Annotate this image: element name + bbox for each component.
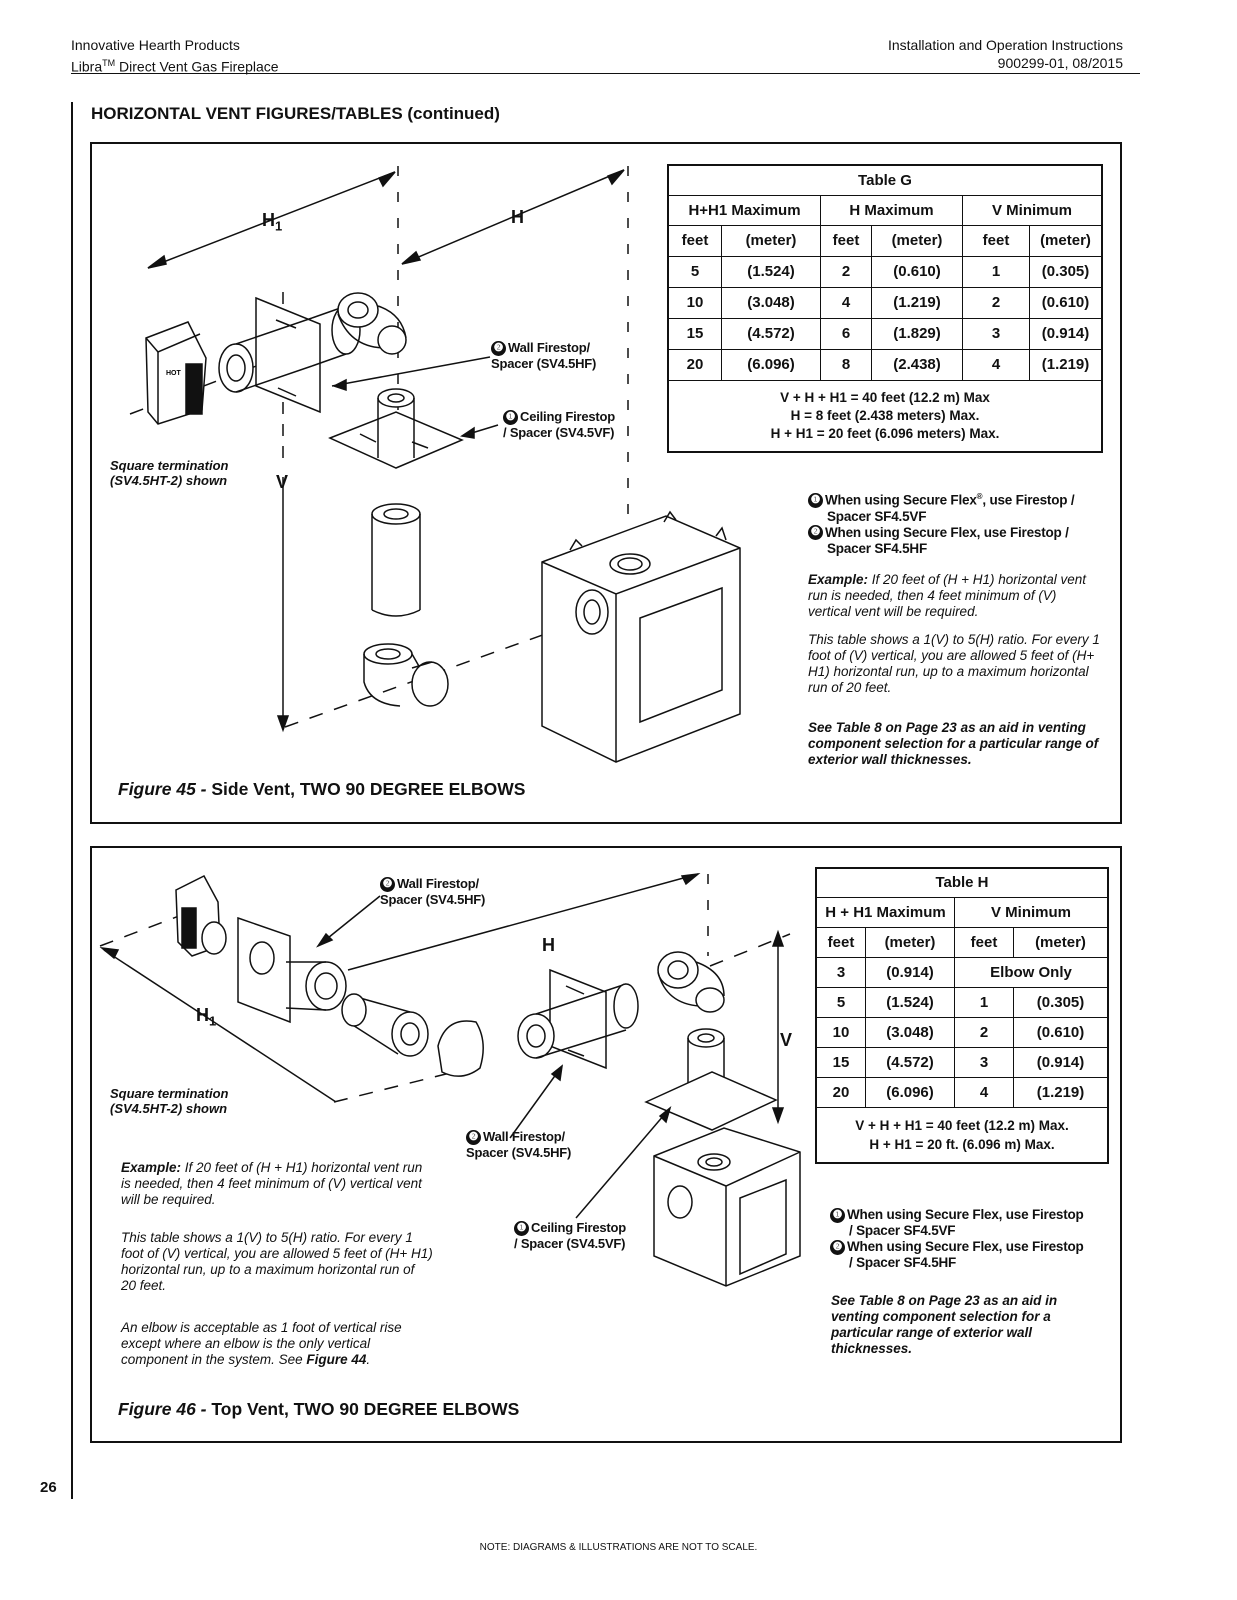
- fig46-v-label: V: [780, 1030, 793, 1050]
- table-g-unit: feet: [667, 224, 722, 257]
- table-h-group: V Minimum: [954, 896, 1109, 928]
- table-h-unit: feet: [954, 926, 1014, 958]
- section-title: HORIZONTAL VENT FIGURES/TABLES (continue…: [91, 104, 500, 123]
- figure-45-diagram: HOT: [129, 166, 741, 763]
- fig45-see-table: See Table 8 on Page 23 as an aid in vent…: [808, 720, 1099, 767]
- table-g-unit: feet: [962, 224, 1030, 257]
- termination-hot-label: HOT: [166, 370, 182, 377]
- document-title: Installation and Operation Instructions: [887, 37, 1123, 53]
- table-g-unit: (meter): [1029, 224, 1103, 257]
- fig45-h1-label: H1: [262, 210, 283, 234]
- figure-46-caption: Figure 46 - Top Vent, TWO 90 DEGREE ELBO…: [118, 1399, 520, 1419]
- table-row: 20(6.096)4(1.219): [815, 1076, 1109, 1108]
- table-g-group: V Minimum: [962, 194, 1103, 226]
- fig46-elbow-text: An elbow is acceptable as 1 foot of vert…: [121, 1320, 402, 1367]
- table-row: 15(4.572)3(0.914): [815, 1046, 1109, 1078]
- table-g-unit: (meter): [721, 224, 821, 257]
- table-row: 3(0.914)Elbow Only: [815, 956, 1109, 988]
- fig46-h-label: H: [542, 935, 555, 955]
- document-number: 900299-01, 08/2015: [997, 55, 1123, 71]
- scale-note: NOTE: DIAGRAMS & ILLUSTRATIONS ARE NOT T…: [479, 1542, 758, 1553]
- figure-45-caption: Figure 45 - Side Vent, TWO 90 DEGREE ELB…: [118, 779, 526, 799]
- table-g-footer: V + H + H1 = 40 feet (12.2 m) Max H = 8 …: [667, 379, 1103, 453]
- figure-46-diagram: [99, 872, 801, 1287]
- table-h-unit: feet: [815, 926, 866, 958]
- table-h-footer: V + H + H1 = 40 feet (12.2 m) Max. H + H…: [815, 1106, 1109, 1164]
- table-g-unit: feet: [820, 224, 872, 257]
- company-name: Innovative Hearth Products: [71, 37, 240, 53]
- table-g: Table G H+H1 Maximum H Maximum V Minimum…: [667, 164, 1103, 453]
- table-g-group: H Maximum: [820, 194, 963, 226]
- table-row: 15(4.572)6(1.829)3(0.914): [667, 317, 1103, 350]
- fig45-v-label: V: [276, 472, 289, 492]
- table-h: Table H H + H1 Maximum V Minimum feet (m…: [815, 867, 1109, 1164]
- fig46-see-table: See Table 8 on Page 23 as an aid in vent…: [831, 1293, 1058, 1356]
- header-right: Installation and Operation Instructions …: [888, 36, 1123, 72]
- table-g-title: Table G: [667, 164, 1103, 196]
- table-row: 5(1.524)1(0.305): [815, 986, 1109, 1018]
- table-row: 20(6.096)8(2.438)4(1.219): [667, 348, 1103, 381]
- product-name: LibraTM Direct Vent Gas Fireplace: [71, 58, 279, 75]
- fig45-h-label: H: [511, 207, 524, 227]
- fig45-ratio-text: This table shows a 1(V) to 5(H) ratio. F…: [808, 632, 1100, 695]
- fig46-ratio-text: This table shows a 1(V) to 5(H) ratio. F…: [121, 1230, 433, 1293]
- figure-45-frame: [90, 142, 1122, 824]
- fig45-example: Example: If 20 feet of (H + H1) horizont…: [808, 572, 1087, 619]
- table-row: 5(1.524)2(0.610)1(0.305): [667, 255, 1103, 288]
- fig46-termination-label: Square termination (SV4.5HT-2) shown: [110, 1086, 229, 1116]
- fig46-example: Example: If 20 feet of (H + H1) horizont…: [121, 1160, 423, 1207]
- table-h-group: H + H1 Maximum: [815, 896, 955, 928]
- figure-46-frame: [90, 846, 1122, 1443]
- table-h-unit: (meter): [865, 926, 955, 958]
- table-g-group: H+H1 Maximum: [667, 194, 821, 226]
- margin-rule: [71, 102, 73, 1499]
- table-g-unit: (meter): [871, 224, 963, 257]
- header-rule: [71, 73, 1140, 74]
- fig45-termination-label: Square termination (SV4.5HT-2) shown: [110, 458, 229, 488]
- table-row: 10(3.048)2(0.610): [815, 1016, 1109, 1048]
- table-h-title: Table H: [815, 867, 1109, 898]
- table-row: 10(3.048)4(1.219)2(0.610): [667, 286, 1103, 319]
- page-number: 26: [40, 1479, 57, 1496]
- header-left: Innovative Hearth Products LibraTM Direc…: [71, 36, 279, 76]
- table-h-unit: (meter): [1013, 926, 1109, 958]
- fig46-h1-label: H1: [196, 1005, 217, 1029]
